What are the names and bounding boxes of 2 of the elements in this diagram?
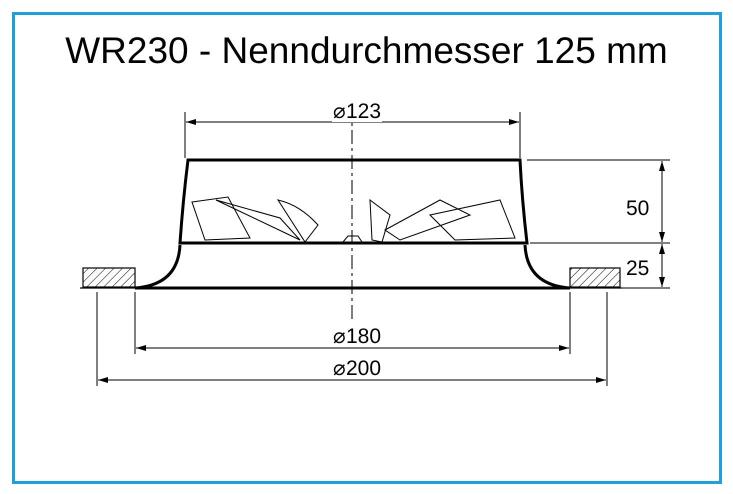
diameter-dimension: ⌀123 — [332, 101, 382, 122]
diagram-title: WR230 - Nenndurchmesser 125 mm — [64, 32, 669, 69]
